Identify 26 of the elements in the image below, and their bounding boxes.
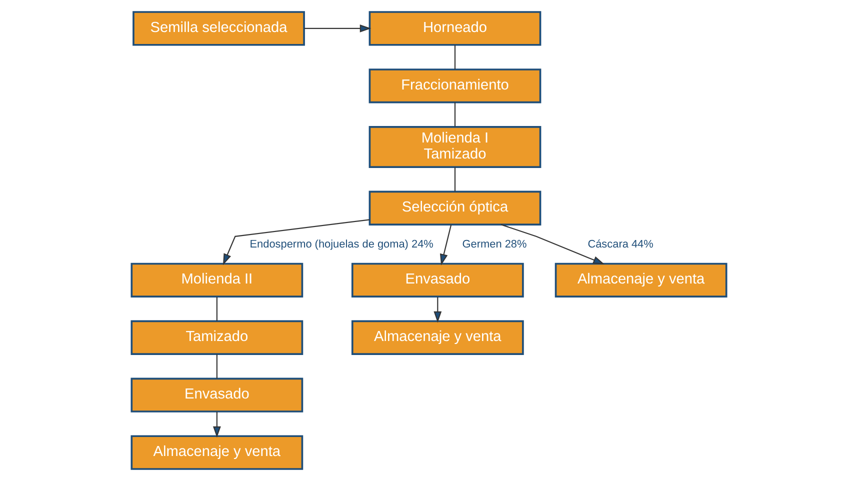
node-box: Tamizado <box>130 320 303 355</box>
node-box: Molienda I Tamizado <box>368 126 541 168</box>
connector <box>216 296 217 322</box>
node-box: Selección óptica <box>368 190 541 226</box>
edge-label: Germen 28% <box>462 238 526 250</box>
node-box: Almacenaje y venta <box>554 262 727 298</box>
edge-label: Cáscara 44% <box>587 238 653 250</box>
connector <box>216 354 217 379</box>
connector <box>454 102 456 127</box>
connector <box>454 167 456 192</box>
node-box: Almacenaje y venta <box>350 320 524 355</box>
edge-label: Endospermo (hojuelas de goma) 24% <box>249 238 433 250</box>
arrow <box>222 219 370 266</box>
node-box: Horneado <box>368 11 541 46</box>
node-box: Envasado <box>130 378 303 412</box>
node-box: Almacenaje y venta <box>130 435 303 470</box>
node-box: Molienda II <box>130 262 303 298</box>
node-box: Fraccionamiento <box>368 68 541 104</box>
arrow <box>433 296 442 323</box>
arrow <box>212 412 220 438</box>
connector <box>454 45 456 70</box>
arrow <box>304 24 371 32</box>
node-box: Semilla seleccionada <box>132 11 304 46</box>
node-box: Envasado <box>350 262 524 298</box>
arrow <box>439 224 452 266</box>
arrow <box>500 224 604 264</box>
